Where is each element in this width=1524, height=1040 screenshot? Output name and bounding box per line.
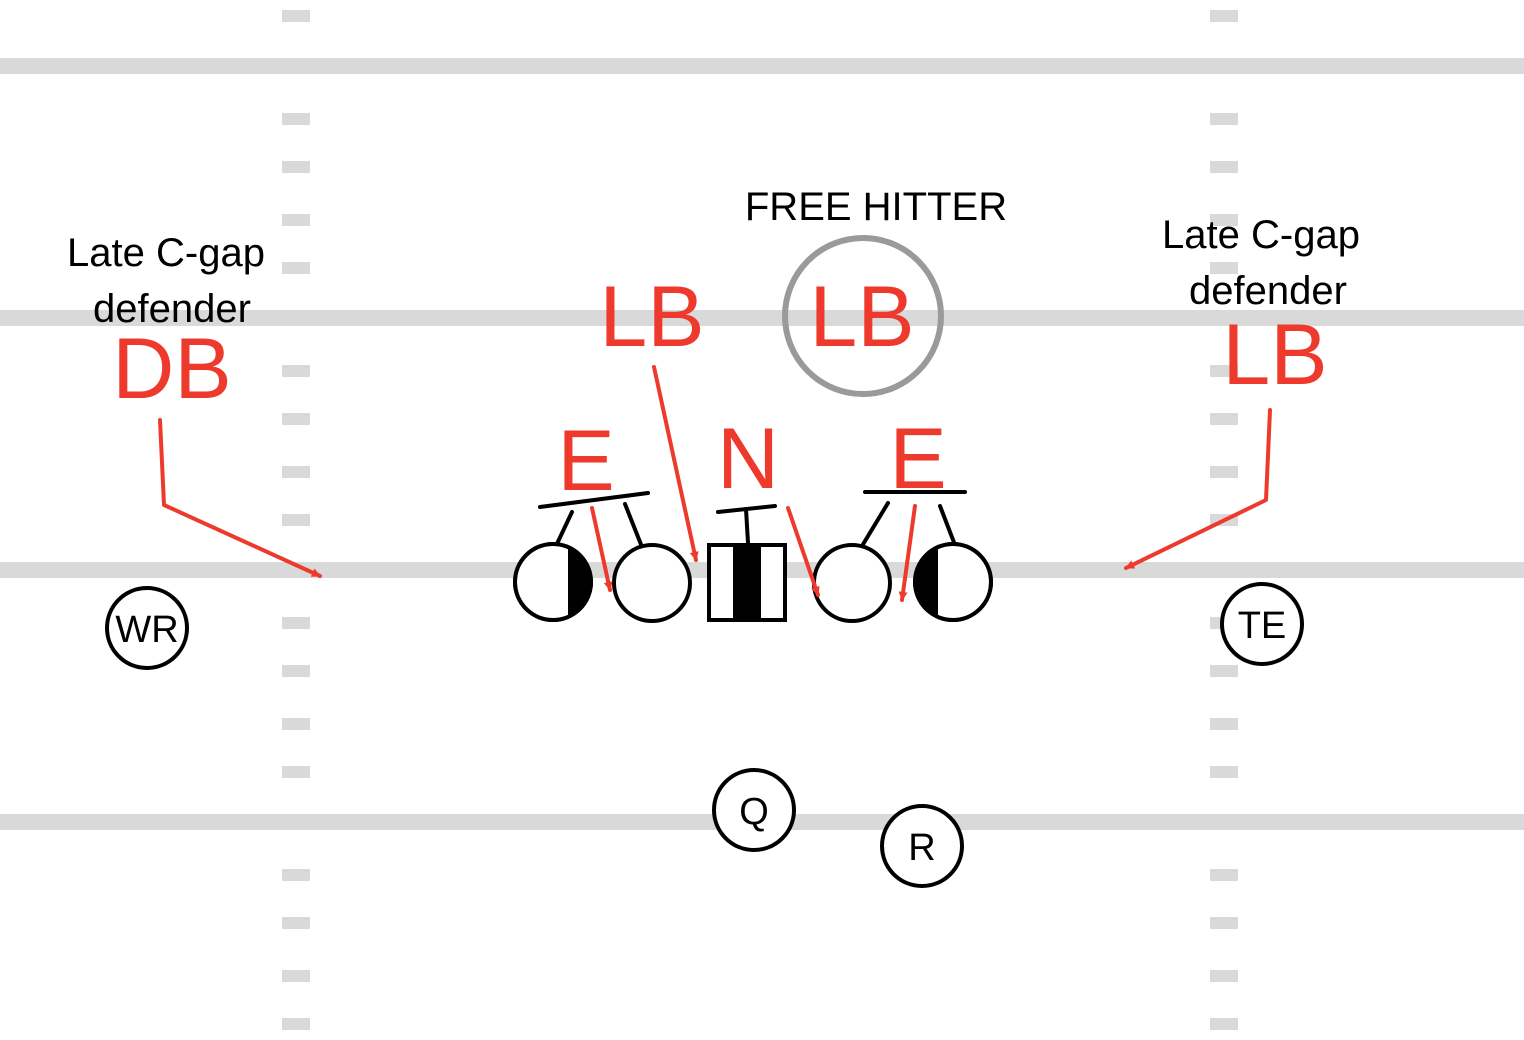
hash-mark	[1210, 1018, 1238, 1030]
hash-mark	[1210, 665, 1238, 677]
hash-mark	[282, 970, 310, 982]
db-path-arrow	[158, 418, 322, 578]
defender-lb-free: LB	[809, 269, 914, 365]
defender-end-left: E	[557, 413, 614, 509]
end-left-path-arrow	[590, 506, 613, 592]
hash-mark	[282, 10, 310, 22]
player-te-label: TE	[1238, 605, 1287, 647]
player-rb-label: R	[908, 827, 935, 869]
player-rb: R	[880, 804, 964, 888]
right-note-line2: defender	[1189, 269, 1347, 313]
end-right-path-arrow	[898, 504, 917, 602]
center	[707, 543, 787, 622]
hash-mark	[282, 214, 310, 226]
hash-marks	[282, 10, 1238, 1030]
nose-path-arrow	[786, 506, 820, 597]
defender-db-left: DB	[112, 321, 231, 417]
defender-nose: N	[717, 411, 779, 507]
lb-right-path-arrow	[1124, 408, 1272, 570]
field	[0, 10, 1524, 1030]
hash-mark	[282, 262, 310, 274]
defender-lb-right: LB	[1222, 307, 1327, 403]
hash-mark	[282, 665, 310, 677]
hash-mark	[282, 869, 310, 881]
hash-mark	[1210, 970, 1238, 982]
left-guard	[612, 543, 692, 623]
hash-mark	[1210, 869, 1238, 881]
hash-mark	[1210, 766, 1238, 778]
left-note-line2: defender	[93, 287, 251, 331]
hash-mark	[282, 466, 310, 478]
hash-mark	[1210, 917, 1238, 929]
player-qb: Q	[712, 768, 796, 852]
hash-mark	[1210, 113, 1238, 125]
hash-mark	[1210, 466, 1238, 478]
player-te: TE	[1220, 582, 1304, 666]
left-tackle	[513, 542, 593, 622]
hash-mark	[282, 113, 310, 125]
free-hitter-ring	[782, 235, 944, 397]
hash-mark	[282, 1018, 310, 1030]
hash-mark	[1210, 214, 1238, 226]
hash-mark	[1210, 718, 1238, 730]
player-wr-label: WR	[115, 609, 178, 651]
hash-mark	[282, 766, 310, 778]
free-hitter-label: FREE HITTER	[745, 185, 1007, 229]
offensive-line	[513, 542, 993, 623]
hash-mark	[282, 514, 310, 526]
hash-mark	[1210, 262, 1238, 274]
player-wr: WR	[105, 586, 189, 670]
yard-line	[0, 310, 1524, 326]
hash-mark	[282, 617, 310, 629]
hash-mark	[1210, 10, 1238, 22]
hash-mark	[1210, 413, 1238, 425]
hash-mark	[282, 365, 310, 377]
hash-mark	[282, 413, 310, 425]
player-qb-label: Q	[739, 791, 769, 833]
hash-mark	[282, 718, 310, 730]
hash-mark	[282, 161, 310, 173]
left-note-line1: Late C-gap	[67, 231, 265, 275]
yard-line	[0, 58, 1524, 74]
right-note-line1: Late C-gap	[1162, 213, 1360, 257]
defensive-arrows	[158, 365, 1272, 602]
right-guard	[812, 543, 892, 623]
right-tackle	[913, 542, 993, 622]
blocking-marks	[538, 490, 967, 550]
hash-mark	[1210, 365, 1238, 377]
lb-inside-path-arrow	[652, 365, 699, 562]
hash-mark	[282, 917, 310, 929]
defender-lb-inside: LB	[599, 269, 704, 365]
hash-mark	[1210, 161, 1238, 173]
